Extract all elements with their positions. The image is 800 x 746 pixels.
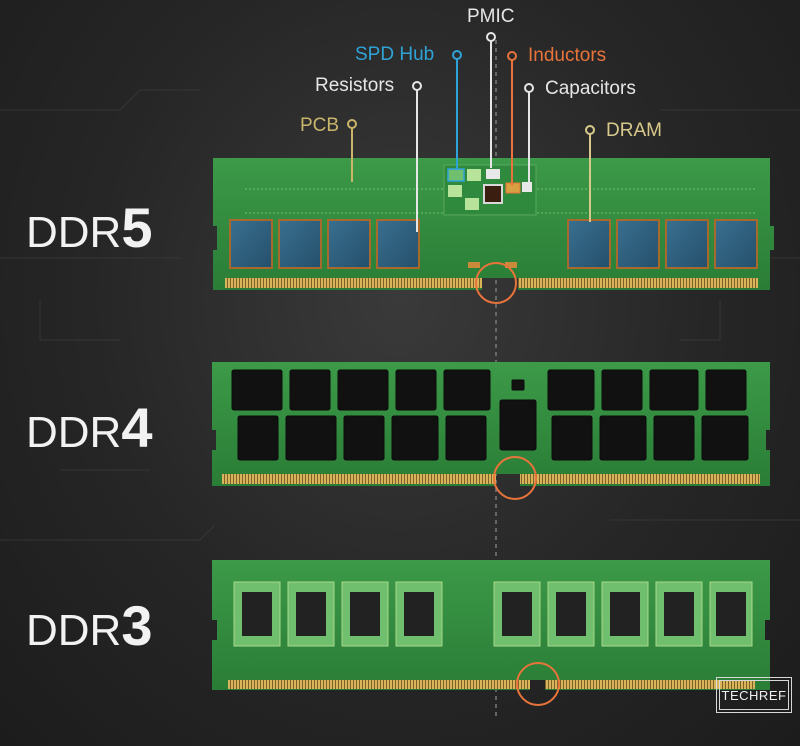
dram-chip	[599, 415, 647, 461]
ddr4-notch-highlight	[493, 456, 537, 500]
dram-chip	[395, 369, 437, 411]
ddr3-notch-highlight	[516, 662, 560, 706]
dram-chip	[376, 219, 420, 269]
dram-chip	[229, 219, 273, 269]
dram-chip	[237, 415, 279, 461]
callout-capacitors: Capacitors	[524, 78, 636, 182]
dram-chip	[278, 219, 322, 269]
ddr5-resistors	[468, 262, 480, 268]
dram-chip	[289, 369, 331, 411]
dram-chip	[443, 369, 491, 411]
dram-chip	[391, 415, 439, 461]
dram-chip	[327, 219, 371, 269]
dram-chip	[649, 369, 699, 411]
ddr4-gold-pins	[222, 474, 496, 484]
dram-chip	[616, 219, 660, 269]
ddr3-gold-pins	[228, 680, 530, 689]
dram-chip	[285, 415, 337, 461]
spd-chip	[511, 379, 525, 391]
callout-inductors: Inductors	[507, 45, 606, 185]
ddr5-dram-chips	[229, 219, 758, 269]
register-chip	[499, 399, 537, 451]
ddr3-chip-wells	[242, 592, 746, 636]
resistors-label: Resistors	[315, 75, 394, 96]
ddr5-gold-pins	[518, 278, 758, 288]
callout-pmic: PMIC	[467, 6, 515, 168]
ddr4-label: DDR4	[26, 396, 152, 459]
resistors-pointer-dot	[412, 81, 422, 91]
pmic-chip	[483, 184, 503, 204]
techref-watermark: TECHREF	[716, 677, 792, 713]
ddr4-module	[212, 362, 770, 500]
dram-chip	[551, 415, 593, 461]
dram-chip	[337, 369, 389, 411]
dram-label: DRAM	[606, 120, 662, 141]
capacitors-label: Capacitors	[545, 78, 636, 99]
dram-chip	[601, 369, 643, 411]
dram-chip	[547, 369, 595, 411]
pmic-pointer-dot	[486, 32, 496, 42]
capacitor-chip	[522, 182, 532, 192]
pcb-pointer-dot	[347, 119, 357, 129]
ddr4-gold-pins	[520, 474, 760, 484]
ddr5-gold-pins	[225, 278, 482, 288]
ddr3-module	[212, 560, 770, 706]
callout-pcb: PCB	[300, 115, 357, 182]
callout-spd-hub: SPD Hub	[355, 44, 462, 170]
dram-chip	[705, 369, 747, 411]
dram-chip	[714, 219, 758, 269]
ddr5-pmic-cluster	[443, 164, 537, 216]
dram-chip	[653, 415, 695, 461]
capacitors-pointer-dot	[524, 83, 534, 93]
spd-hub-pointer-dot	[452, 50, 462, 60]
ddr3-gold-pins	[545, 680, 755, 689]
dram-chip	[701, 415, 749, 461]
inductors-label: Inductors	[528, 45, 606, 66]
dram-chip	[231, 369, 283, 411]
ddr3-label: DDR3	[26, 594, 152, 657]
spd-hub-chip	[447, 168, 465, 182]
ddr5-label: DDR5	[26, 196, 152, 259]
pmic-label: PMIC	[467, 6, 515, 27]
inductors-pointer-dot	[507, 51, 517, 61]
pcb-label: PCB	[300, 115, 339, 136]
dram-chip	[567, 219, 611, 269]
ddr5-module	[213, 158, 774, 304]
dram-chip	[665, 219, 709, 269]
ddr4-dram-chips	[231, 369, 749, 461]
ddr5-resistors	[505, 262, 517, 268]
ddr5-notch-highlight	[475, 262, 517, 304]
spd-hub-label: SPD Hub	[355, 44, 434, 65]
callout-resistors: Resistors	[315, 75, 422, 232]
dram-chip	[445, 415, 487, 461]
dram-chip	[343, 415, 385, 461]
dram-pointer-dot	[585, 125, 595, 135]
callout-dram: DRAM	[585, 120, 662, 222]
